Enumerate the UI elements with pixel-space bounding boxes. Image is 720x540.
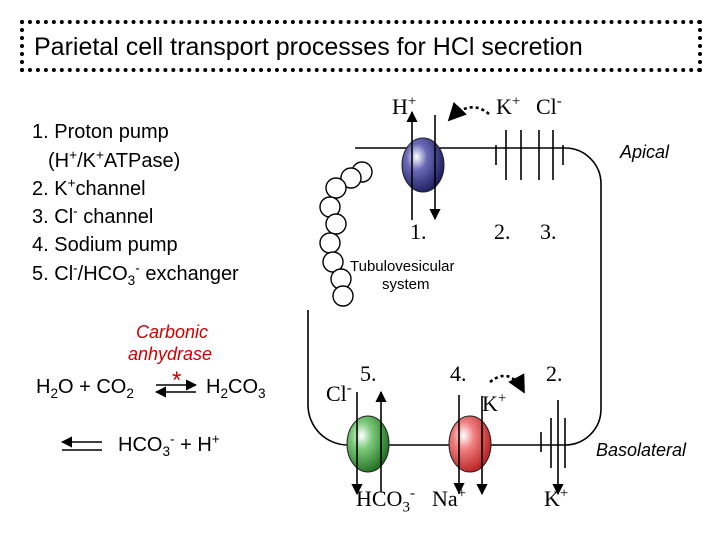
legend-item-5: 5. Cl-/HCO3- exchanger bbox=[32, 260, 239, 288]
basolateral-k-channel bbox=[540, 400, 566, 496]
apical-label: Apical bbox=[620, 142, 670, 162]
legend-item-1-text: Proton pump bbox=[54, 121, 169, 143]
sodium-pump bbox=[448, 373, 526, 496]
basolateral-number-4: 4. bbox=[450, 361, 467, 386]
apical-number-2: 2. bbox=[494, 219, 511, 244]
legend-item-5-number: 5. bbox=[32, 263, 49, 285]
apical-k-channel bbox=[495, 130, 522, 180]
page-title: Parietal cell transport processes for HC… bbox=[34, 33, 583, 61]
legend-item-3-number: 3. bbox=[32, 206, 49, 228]
cell-membrane bbox=[307, 147, 602, 446]
enzyme-label-line1: Carbonic bbox=[136, 322, 209, 342]
enzyme-label-line2: anhydrase bbox=[128, 344, 213, 364]
basolateral-label: Basolateral bbox=[596, 440, 687, 460]
legend-item-2-text: K+channel bbox=[54, 175, 146, 200]
legend-item-4-text: Sodium pump bbox=[54, 234, 178, 256]
basolateral-hco3-ion: HCO3- bbox=[356, 485, 415, 516]
apical-h-ion: H+ bbox=[392, 93, 417, 119]
legend-item-2: 2. K+channel bbox=[32, 175, 146, 201]
basolateral-number-2: 2. bbox=[546, 361, 563, 386]
apical-k-ion: K+ bbox=[496, 93, 521, 119]
legend-item-4: 4. Sodium pump bbox=[32, 234, 178, 257]
legend-item-1: 1. Proton pump bbox=[32, 121, 169, 144]
reaction-left: H2O + CO2 bbox=[36, 376, 134, 401]
apical-number-3: 3. bbox=[540, 219, 557, 244]
apical-number-1: 1. bbox=[410, 219, 427, 244]
proton-pump bbox=[401, 101, 490, 221]
reaction-equilibrium-arrow bbox=[154, 379, 198, 398]
cl-hco3-exchanger bbox=[346, 390, 390, 496]
title-box: Parietal cell transport processes for HC… bbox=[20, 20, 702, 72]
reaction-right: H2CO3 bbox=[206, 376, 266, 401]
legend-item-5-text: Cl-/HCO3- exchanger bbox=[54, 260, 239, 288]
enzyme-asterisk: * bbox=[172, 367, 182, 394]
legend-item-3-text: Cl- channel bbox=[54, 203, 154, 228]
tubulovesicular-label-line2: system bbox=[382, 276, 430, 293]
basolateral-number-5: 5. bbox=[360, 361, 377, 386]
legend-item-1-number: 1. bbox=[32, 121, 49, 143]
legend-item-2-number: 2. bbox=[32, 178, 49, 200]
reaction-products: HCO3- + H+ bbox=[118, 431, 220, 459]
apical-cl-ion: Cl- bbox=[536, 93, 562, 119]
legend-item-1-subtitle: (H+/K+ATPase) bbox=[48, 147, 181, 172]
basolateral-cl-ion: Cl- bbox=[326, 380, 352, 406]
dissociation-equilibrium-arrow bbox=[60, 436, 102, 451]
apical-cl-channel bbox=[538, 130, 564, 180]
tubulovesicular-label-line1: Tubulovesicular bbox=[350, 258, 455, 275]
legend-item-3: 3. Cl- channel bbox=[32, 203, 154, 229]
basolateral-k-ion-inside: K+ bbox=[482, 390, 507, 416]
tubulovesicular-vesicles bbox=[319, 161, 373, 307]
legend-item-4-number: 4. bbox=[32, 234, 49, 256]
